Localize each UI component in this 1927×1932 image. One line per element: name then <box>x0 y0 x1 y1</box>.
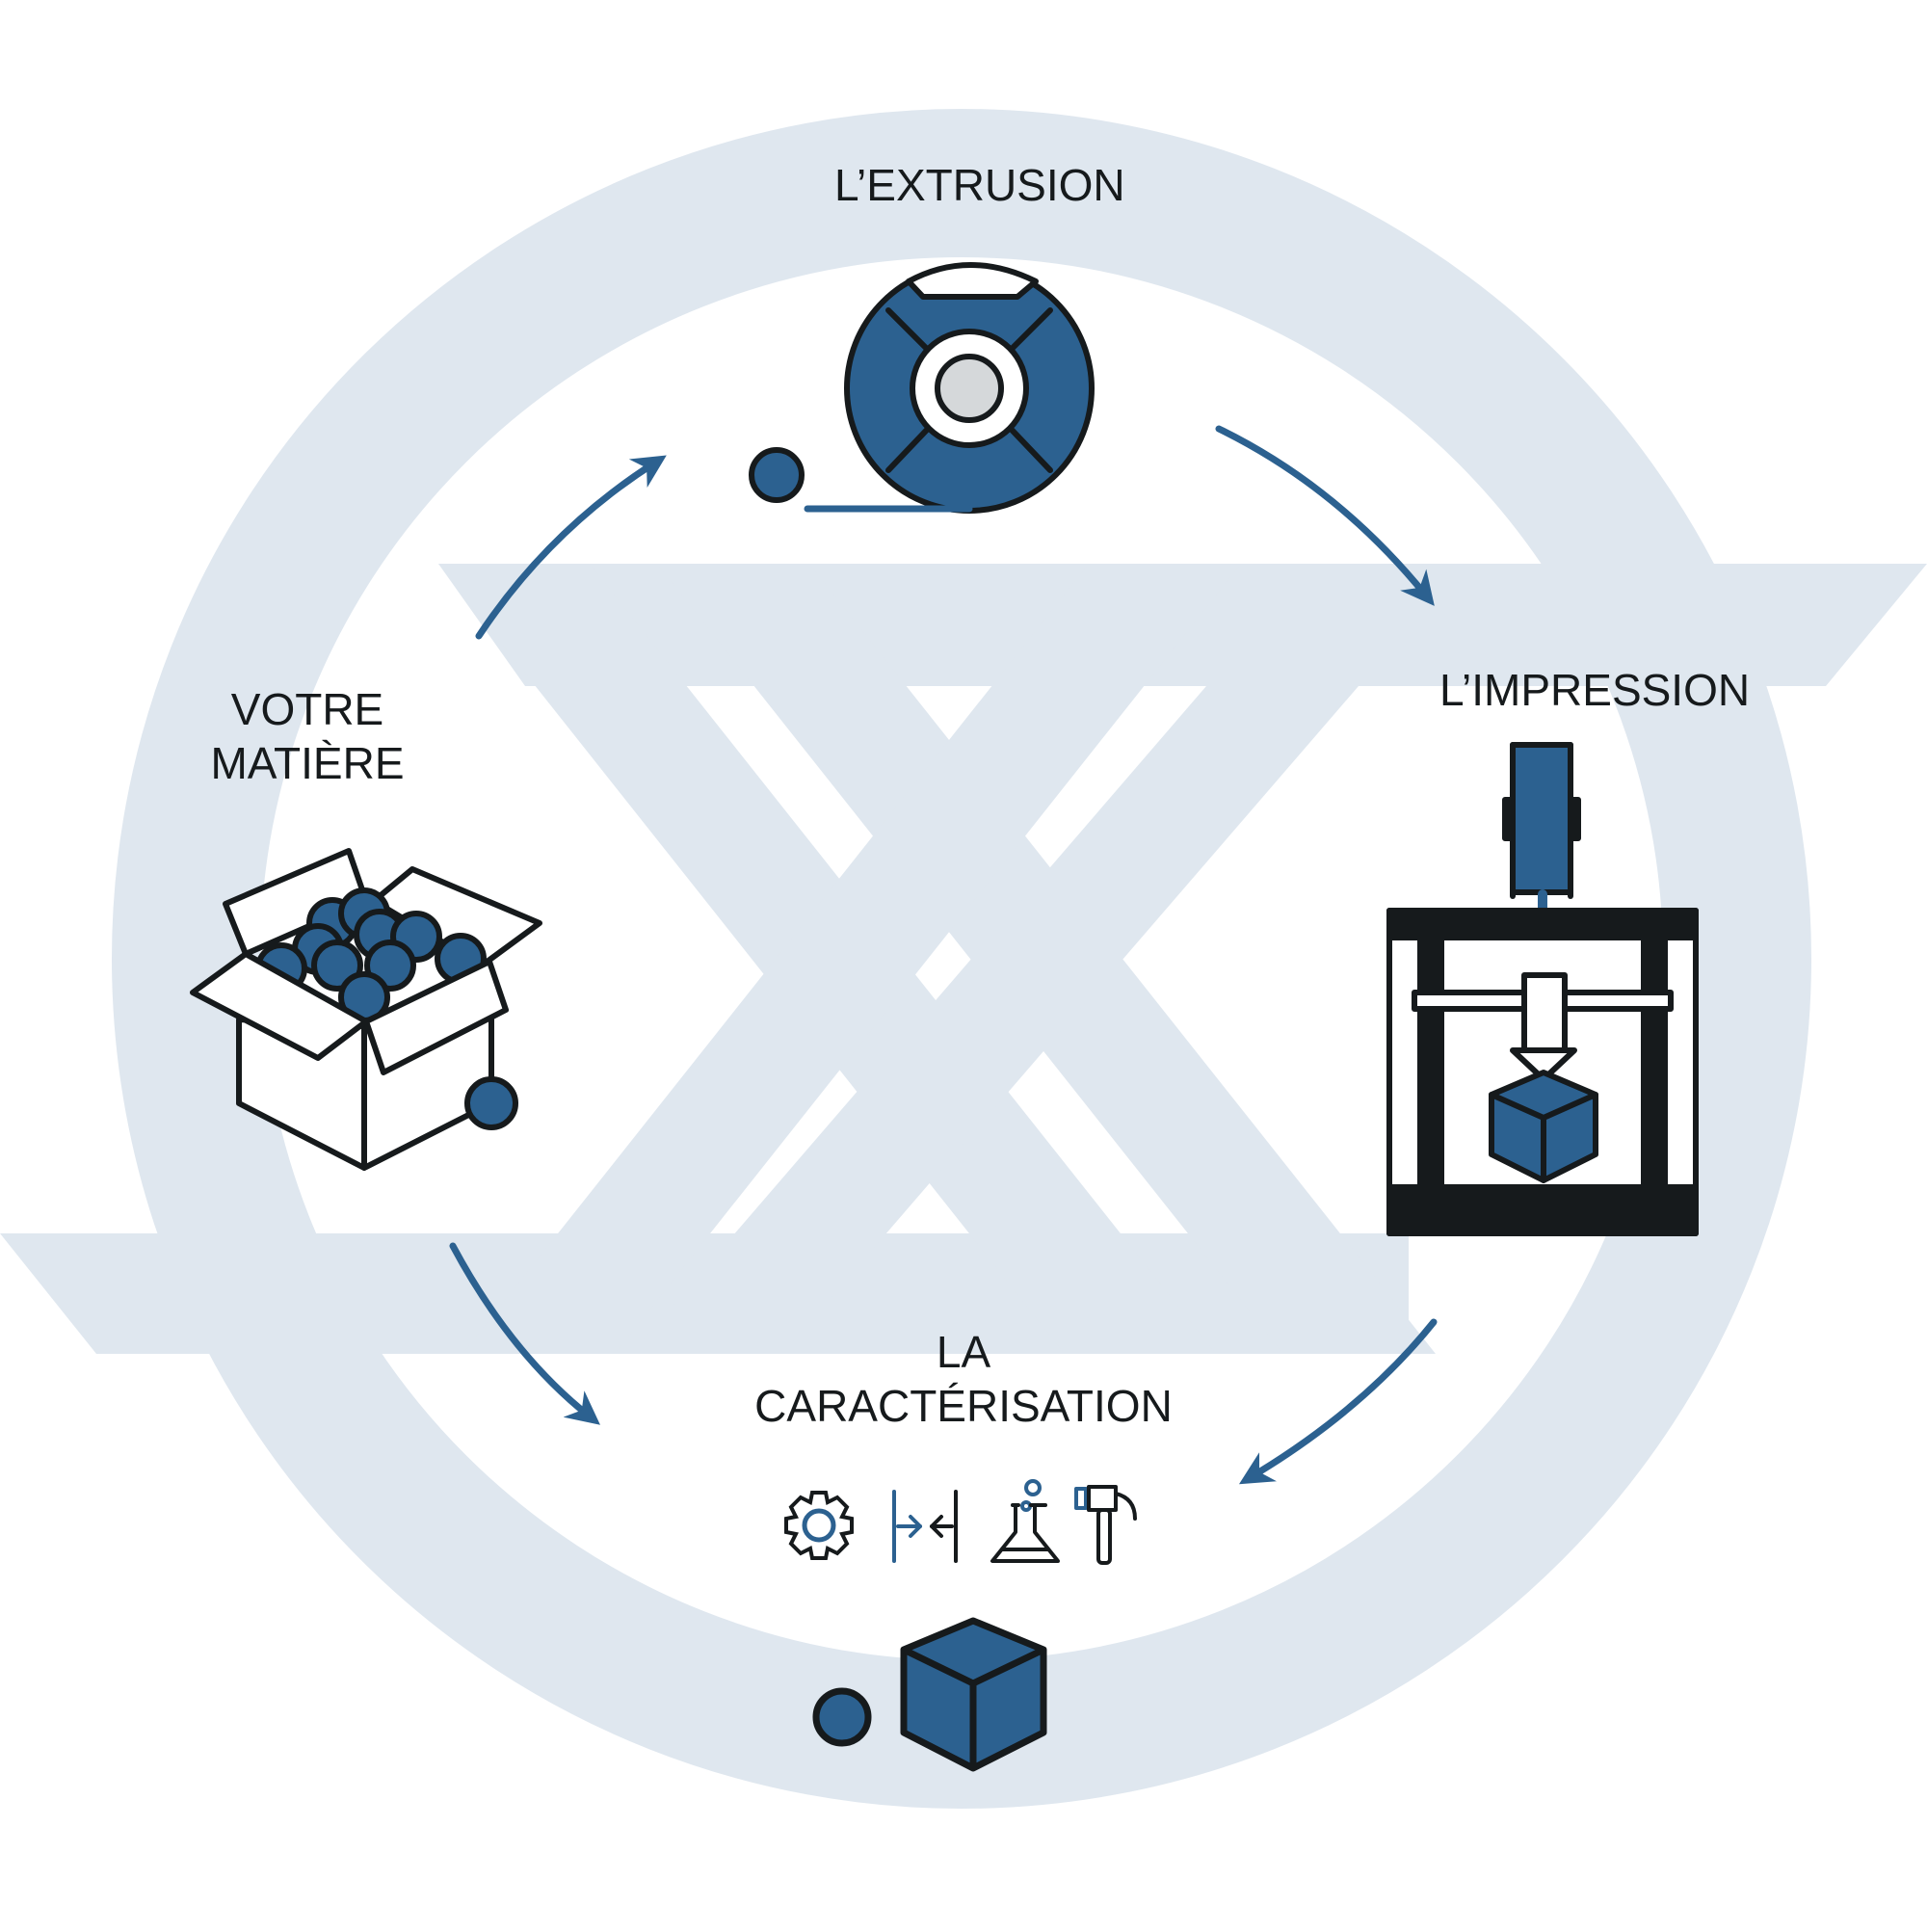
cycle-arrows <box>449 425 1438 1485</box>
flask-icon <box>990 1479 1060 1563</box>
step-title-caracterisation-line1: LA <box>936 1327 991 1377</box>
measurement-icon <box>892 1490 958 1563</box>
arrow-extrusion-to-impression <box>1215 425 1435 606</box>
arrow-impression-to-caracterisation <box>1238 1318 1438 1485</box>
gear-icon <box>784 1491 854 1560</box>
step-title-matiere-line2: MATIÈRE <box>210 738 405 788</box>
step-title-extrusion: L’EXTRUSION <box>834 160 1125 210</box>
filament-spool-icon <box>749 262 1095 514</box>
step-title-matiere-line1: VOTRE <box>230 684 384 734</box>
step-title-caracterisation-line2: CARACTÉRISATION <box>754 1381 1173 1431</box>
hammer-icon <box>1074 1485 1137 1565</box>
logo-x-stroke-4 <box>631 686 1359 1354</box>
step-title-impression: L’IMPRESSION <box>1439 665 1751 715</box>
arrow-matiere-to-extrusion <box>475 455 667 640</box>
step-title-matiere: VOTRE MATIÈRE <box>206 682 409 790</box>
arrow-matiere-to-caracterisation <box>449 1242 600 1425</box>
box-of-pellets-icon <box>190 848 542 1171</box>
logo-x-stroke-3 <box>462 564 1241 1354</box>
printed-cube-icon <box>812 1617 1047 1772</box>
step-title-caracterisation: LA CARACTÉRISATION <box>703 1325 1224 1433</box>
3d-printer-icon <box>1386 742 1699 1236</box>
